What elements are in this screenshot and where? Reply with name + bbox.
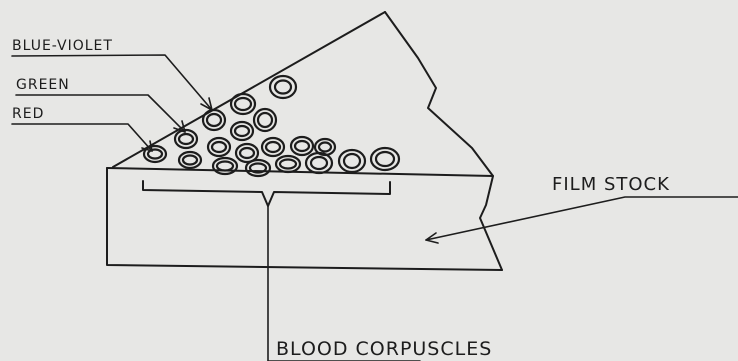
corpuscle (235, 126, 249, 136)
label-red: RED (12, 106, 44, 122)
film-stock-outline (107, 168, 502, 270)
corpuscle (183, 156, 197, 165)
label-film-stock: FILM STOCK (552, 174, 670, 195)
film-stock-top-edge (107, 168, 493, 176)
corpuscle (235, 98, 251, 110)
corpuscle (179, 134, 193, 144)
label-blood-corpuscles: BLOOD CORPUSCLES (276, 338, 492, 360)
corpuscle (266, 142, 280, 152)
corpuscle (295, 141, 309, 151)
red-leader (12, 124, 152, 151)
corpuscle (319, 143, 331, 152)
corpuscle (258, 113, 272, 127)
label-blue-violet: BLUE-VIOLET (12, 38, 113, 54)
corpuscle (240, 148, 254, 158)
corpuscle (217, 162, 233, 171)
label-green: GREEN (16, 77, 70, 93)
corpuscle (311, 157, 327, 169)
corpuscle (212, 142, 226, 152)
film-stock-leader (426, 197, 738, 240)
corpuscle (275, 81, 291, 94)
film-stock-torn-edge (385, 12, 502, 270)
corpuscle-bracket (143, 181, 390, 206)
corpuscle (280, 160, 296, 169)
corpuscle (376, 152, 394, 166)
blood-corpuscles (144, 76, 399, 176)
corpuscle (344, 154, 360, 168)
corpuscle (207, 114, 221, 126)
